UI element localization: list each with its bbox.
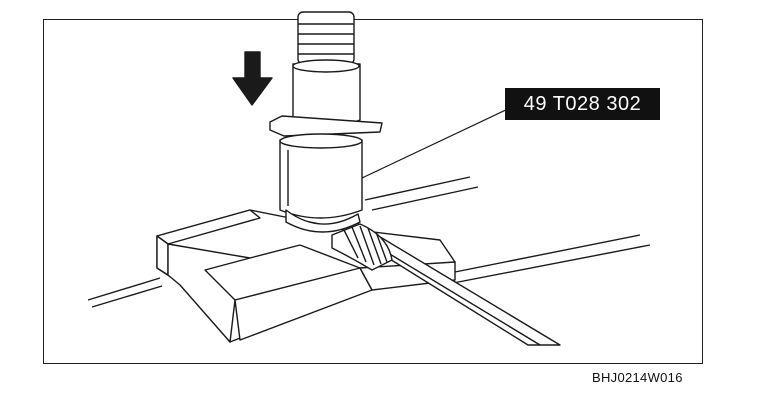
special-tool (279, 133, 363, 233)
press-ram (292, 11, 361, 128)
rail-lines (87, 176, 651, 308)
tool-number-label: 49 T028 302 (505, 88, 660, 120)
adapter-plate (269, 115, 383, 137)
illustration-frame (43, 19, 703, 364)
figure-code: BHJ0214W016 (592, 370, 683, 385)
threaded-boot (331, 223, 393, 271)
down-arrow-icon (232, 51, 273, 106)
leader-line (361, 107, 511, 179)
